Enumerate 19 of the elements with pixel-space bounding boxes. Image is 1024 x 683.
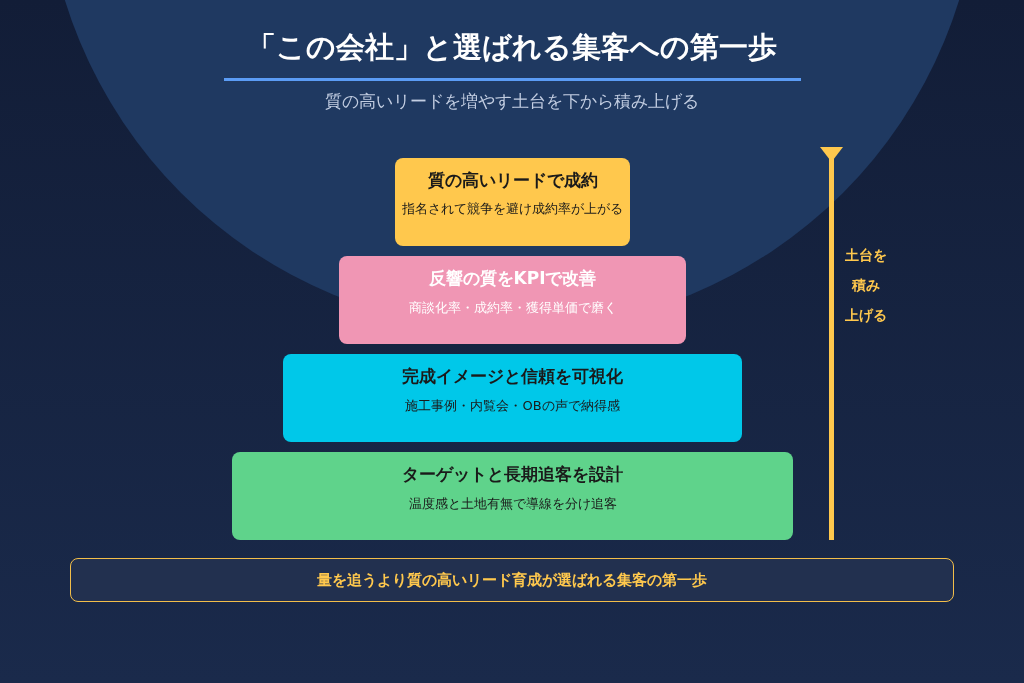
tier-description: 施工事例・内覧会・OBの声で納得感 <box>405 397 620 415</box>
tier-description: 指名されて競争を避け成約率が上がる <box>402 201 623 218</box>
tier-heading: 完成イメージと信頼を可視化 <box>402 365 623 388</box>
summary-banner <box>70 558 954 602</box>
subtitle: 質の高いリードを増やす土台を下から積み上げる <box>325 91 699 113</box>
tier-heading: 質の高いリードで成約 <box>427 169 598 192</box>
tier-box <box>232 452 793 540</box>
tier-heading: ターゲットと長期追客を設計 <box>402 463 623 486</box>
tier-description: 温度感と土地有無で導線を分け追客 <box>408 495 617 513</box>
tier-heading: 反響の質をKPIで改善 <box>428 267 597 290</box>
tier-description: 商談化率・成約率・獲得単価で磨く <box>408 299 617 317</box>
arrow-label: 上げる <box>845 307 887 325</box>
banner-text: 量を追うより質の高いリード育成が選ばれる集客の第一歩 <box>317 570 707 590</box>
arrow-label: 土台を <box>845 247 887 265</box>
tier-box <box>339 256 686 344</box>
tier-box <box>283 354 742 442</box>
title: 「この会社」と選ばれる集客への第一歩 <box>247 30 777 64</box>
arrow-label: 積み <box>852 277 880 295</box>
tier-box <box>395 158 630 246</box>
